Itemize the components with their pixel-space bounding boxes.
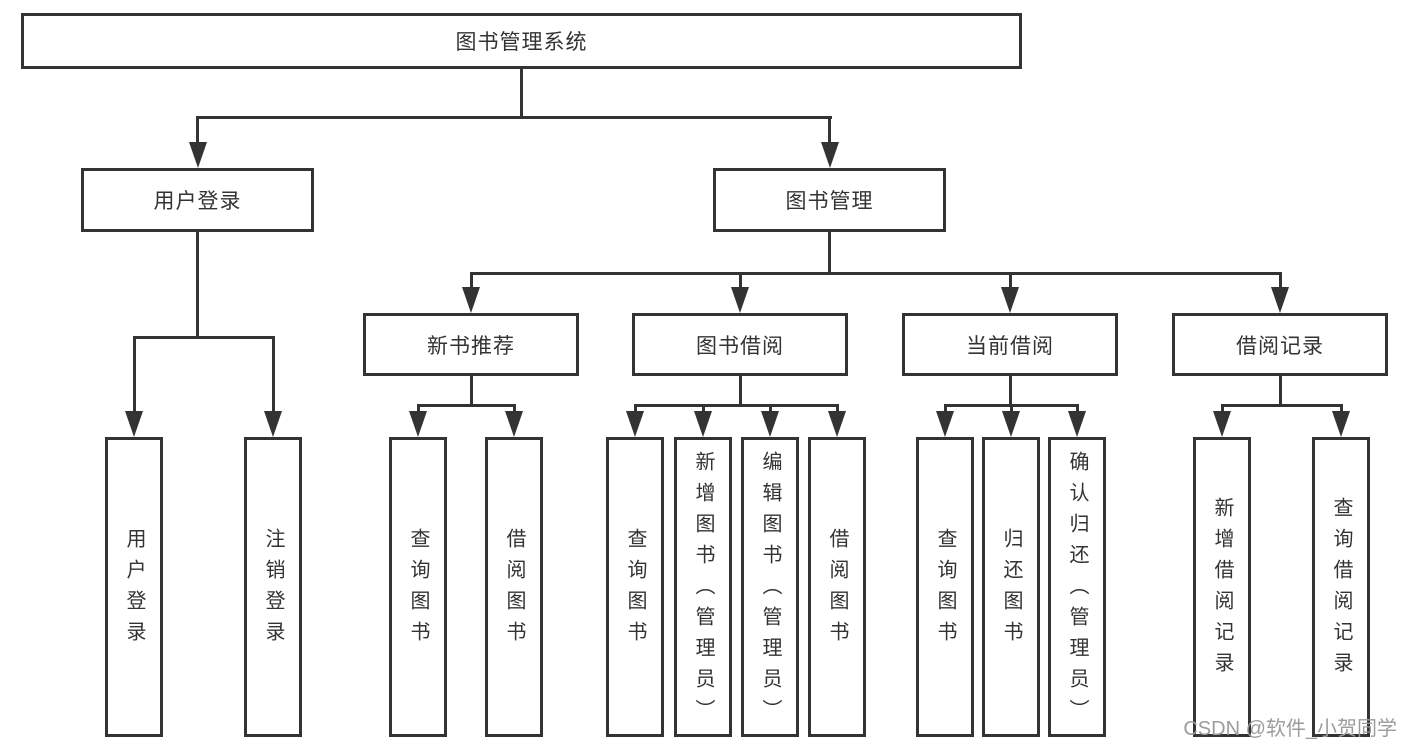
leaf-add-borrow-record: 新增借阅记录 bbox=[1193, 437, 1251, 737]
leaf-query-borrow-record: 查询借阅记录 bbox=[1312, 437, 1370, 737]
connector-drop bbox=[944, 404, 947, 414]
node-borrow-records: 借阅记录 bbox=[1172, 313, 1388, 376]
connector-drop-current-borrow bbox=[1009, 272, 1012, 290]
node-current-borrow: 当前借阅 bbox=[902, 313, 1118, 376]
connector-drop bbox=[1010, 404, 1013, 414]
connector-drop bbox=[769, 404, 772, 414]
arrow-down-icon bbox=[125, 411, 143, 437]
connector-level2-rail bbox=[196, 116, 832, 119]
leaf-logout: 注销登录 bbox=[244, 437, 302, 737]
connector-drop-leaf-user-login bbox=[133, 336, 136, 414]
connector-drop-user-login bbox=[196, 116, 199, 144]
arrow-down-icon bbox=[264, 411, 282, 437]
connector-nbr-stem bbox=[470, 376, 473, 407]
arrow-down-icon bbox=[761, 411, 779, 437]
connector-bb-stem bbox=[739, 376, 742, 407]
arrow-down-icon bbox=[731, 287, 749, 313]
connector-book-mgmt-stem bbox=[828, 232, 831, 274]
arrow-down-icon bbox=[462, 287, 480, 313]
arrow-down-icon bbox=[189, 142, 207, 168]
leaf-add-book-admin: 新增图书（管理员） bbox=[674, 437, 732, 737]
arrow-down-icon bbox=[936, 411, 954, 437]
connector-bb-rail bbox=[634, 404, 839, 407]
connector-root-stem bbox=[520, 69, 523, 118]
arrow-down-icon bbox=[1271, 287, 1289, 313]
node-book-management: 图书管理 bbox=[713, 168, 946, 232]
connector-br-rail bbox=[1221, 404, 1342, 407]
connector-drop bbox=[1076, 404, 1079, 414]
leaf-return-book: 归还图书 bbox=[982, 437, 1040, 737]
leaf-query-book-cb: 查询图书 bbox=[916, 437, 974, 737]
arrow-down-icon bbox=[694, 411, 712, 437]
connector-cb-stem bbox=[1009, 376, 1012, 407]
leaf-borrow-book-bb: 借阅图书 bbox=[808, 437, 866, 737]
connector-drop bbox=[1221, 404, 1224, 414]
connector-drop-borrow-records bbox=[1279, 272, 1282, 290]
connector-drop-new-book-rec bbox=[470, 272, 473, 290]
connector-nbr-rail bbox=[417, 404, 516, 407]
node-book-borrow: 图书借阅 bbox=[632, 313, 848, 376]
connector-user-login-rail bbox=[133, 336, 274, 339]
arrow-down-icon bbox=[821, 142, 839, 168]
connector-drop bbox=[634, 404, 637, 414]
arrow-down-icon bbox=[505, 411, 523, 437]
connector-user-login-stem bbox=[196, 232, 199, 338]
connector-drop bbox=[513, 404, 516, 414]
watermark: CSDN @软件_小贺同学 bbox=[1183, 718, 1397, 740]
leaf-user-login: 用户登录 bbox=[105, 437, 163, 737]
arrow-down-icon bbox=[409, 411, 427, 437]
arrow-down-icon bbox=[1068, 411, 1086, 437]
node-new-book-recommend: 新书推荐 bbox=[363, 313, 579, 376]
connector-br-stem bbox=[1279, 376, 1282, 407]
arrow-down-icon bbox=[1002, 411, 1020, 437]
connector-drop bbox=[1340, 404, 1343, 414]
leaf-confirm-return-admin: 确认归还（管理员） bbox=[1048, 437, 1106, 737]
connector-drop-book-borrow bbox=[739, 272, 742, 290]
arrow-down-icon bbox=[1213, 411, 1231, 437]
connector-drop-book-mgmt bbox=[828, 116, 831, 144]
leaf-borrow-book-nbr: 借阅图书 bbox=[485, 437, 543, 737]
leaf-edit-book-admin: 编辑图书（管理员） bbox=[741, 437, 799, 737]
connector-level3-rail bbox=[470, 272, 1282, 275]
connector-drop bbox=[836, 404, 839, 414]
leaf-query-book-bb: 查询图书 bbox=[606, 437, 664, 737]
connector-drop-leaf-logout bbox=[272, 336, 275, 414]
leaf-query-book-nbr: 查询图书 bbox=[389, 437, 447, 737]
arrow-down-icon bbox=[1001, 287, 1019, 313]
arrow-down-icon bbox=[1332, 411, 1350, 437]
arrow-down-icon bbox=[626, 411, 644, 437]
node-root: 图书管理系统 bbox=[21, 13, 1022, 69]
arrow-down-icon bbox=[828, 411, 846, 437]
connector-drop bbox=[417, 404, 420, 414]
connector-drop bbox=[702, 404, 705, 414]
node-user-login: 用户登录 bbox=[81, 168, 314, 232]
